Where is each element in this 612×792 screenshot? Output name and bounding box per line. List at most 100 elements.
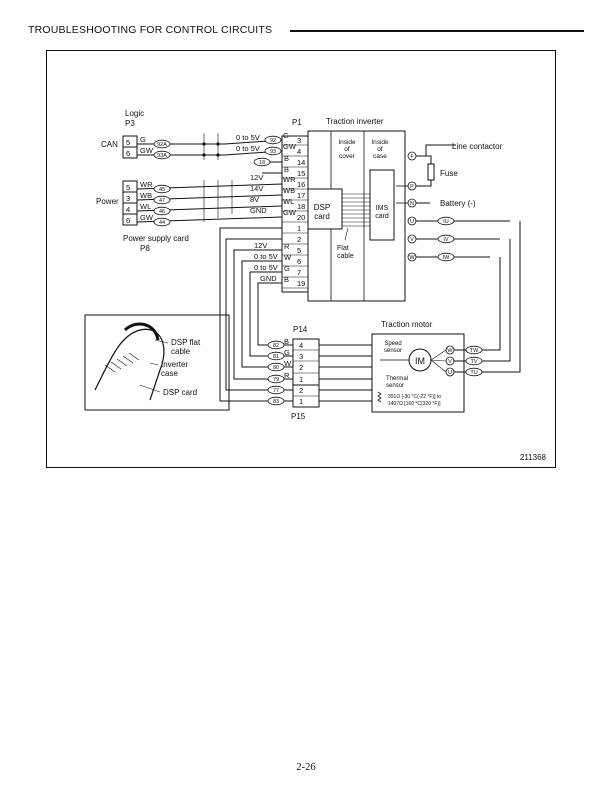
- junction-dot: [216, 142, 220, 146]
- terminal-u-code: U: [410, 219, 414, 225]
- p14-connector-box: [292, 338, 320, 386]
- traction-inverter-title: Traction inverter: [326, 117, 384, 126]
- wire-tag-45-text: 45: [159, 187, 165, 193]
- dsp-card-box: [307, 188, 343, 230]
- p1-lower-signal: 0 to 5V: [254, 263, 278, 272]
- terminal-v-code: V: [410, 237, 414, 243]
- p14-wire-color: R: [284, 371, 290, 380]
- p1-lower-signal: 0 to 5V: [254, 252, 278, 261]
- junction-dot: [202, 153, 206, 157]
- power-signal-label: 14V: [250, 184, 263, 193]
- inset-pointer: [139, 384, 161, 393]
- wire-tag-46-text: 46: [159, 209, 165, 215]
- terminal-f-code: F: [410, 154, 414, 160]
- wire-tag-45: [153, 184, 171, 194]
- p1-pin-15: 15: [297, 169, 305, 178]
- p1-wire-color: WR: [283, 175, 296, 184]
- inset-dsp-flat-cable-label: cable: [171, 347, 191, 356]
- p14-pin-2: 2: [299, 363, 303, 372]
- traction-motor-box: [371, 333, 465, 413]
- p1-pin-6: 6: [297, 257, 301, 266]
- ims-card-label: IMS: [376, 205, 389, 212]
- wire-tag-92-text: 92: [270, 138, 276, 144]
- wire-tag-81-text: 81: [273, 354, 279, 360]
- inset-detail: [122, 355, 134, 364]
- line-contactor-wire: [416, 144, 456, 157]
- wire-tag-77-text: 77: [273, 388, 279, 394]
- p1-lower-signal: GND: [260, 274, 277, 283]
- diagram-frame: [46, 50, 556, 468]
- motor-terminal-v-code: V: [448, 359, 452, 365]
- wire-tag-47: [153, 195, 171, 205]
- inset-detail: [128, 352, 140, 361]
- p1-pin-7: 7: [297, 268, 301, 277]
- wire-tag-83-text: 83: [273, 399, 279, 405]
- sensor-wire: [233, 249, 293, 380]
- p8-wire-color: WR: [140, 180, 153, 189]
- motor-power-run: [482, 221, 521, 373]
- motor-winding: [430, 349, 447, 361]
- p1-lower-signal: 12V: [254, 241, 267, 250]
- fuse-label: Fuse: [440, 169, 458, 178]
- inside-of-case-label: case: [373, 153, 387, 160]
- p8-pin-3: 3: [126, 194, 130, 203]
- inset-detail: [110, 361, 122, 370]
- p1-wire-color: GW: [283, 208, 297, 217]
- fuse-symbol: [427, 163, 435, 181]
- p1-wire-color: G: [284, 264, 290, 273]
- motor-winding: [430, 359, 447, 373]
- wire-tag-79-text: 79: [273, 377, 279, 383]
- dsp-card-label: card: [314, 212, 330, 221]
- wire-tag-18: [253, 157, 271, 167]
- wire-tag-77: [267, 385, 285, 395]
- p1-wire-color: R: [284, 242, 290, 251]
- p1-wire-color: W: [284, 253, 292, 262]
- wire-tag-TU-text: TU: [470, 370, 477, 376]
- battery-label: Battery (-): [440, 199, 476, 208]
- flat-cable-label: cable: [337, 253, 354, 260]
- flat-cable-pointer: [344, 227, 349, 241]
- p3-pin-6: 6: [126, 149, 130, 158]
- wire-tag-TW-text: TW: [470, 348, 479, 354]
- inset-case-outline: [94, 328, 165, 401]
- fuse-wire: [426, 155, 432, 164]
- wire-tag-IW-text: IW: [443, 255, 451, 261]
- logic-title: Logic: [125, 109, 144, 118]
- motor-power-run: [482, 257, 501, 351]
- flat-cable-label: Flat: [337, 245, 349, 252]
- wire-tag-82-text: 82: [273, 343, 279, 349]
- wire-tag-93A: [153, 150, 171, 160]
- inside-of-case-label: Inside: [371, 139, 389, 146]
- wire-tag-80: [267, 362, 285, 372]
- p14-label: P14: [293, 325, 308, 334]
- p1-wire-color: WB: [283, 186, 295, 195]
- dsp-card-label: DSP: [314, 203, 330, 212]
- p15-label: P15: [291, 412, 306, 421]
- dsp-inset-box: [84, 314, 230, 411]
- thermistor-symbol: [377, 391, 382, 403]
- can-label: CAN: [101, 140, 118, 149]
- wire-tag-18-text: 18: [259, 160, 265, 166]
- p14-wire-color: G: [284, 348, 290, 357]
- motor-power-run: [482, 239, 511, 362]
- inside-of-case-label: of: [377, 146, 383, 153]
- p1-connector-label: P1: [292, 118, 302, 127]
- wire-tag-44-text: 44: [159, 220, 165, 226]
- p8-wire-color: WL: [140, 202, 151, 211]
- inside-of-cover-label: Inside: [338, 139, 356, 146]
- motor-terminal-w-code: W: [447, 348, 453, 354]
- p8-pin-6: 6: [126, 216, 130, 225]
- p1-pin-16: 16: [297, 180, 305, 189]
- p8-pin-5: 5: [126, 183, 130, 192]
- p8-pin-4: 4: [126, 205, 130, 214]
- im-label: IM: [415, 356, 425, 366]
- wire-tag-47-text: 47: [159, 198, 165, 204]
- figure-number: 211368: [520, 453, 547, 462]
- p1-pin-18: 18: [297, 202, 305, 211]
- wire-tag-83: [267, 396, 285, 406]
- wire-tag-93-text: 93: [270, 149, 276, 155]
- inset-pointer: [154, 339, 169, 344]
- p1-pin-20: 20: [297, 213, 305, 222]
- power-signal-label: 12V: [250, 173, 263, 182]
